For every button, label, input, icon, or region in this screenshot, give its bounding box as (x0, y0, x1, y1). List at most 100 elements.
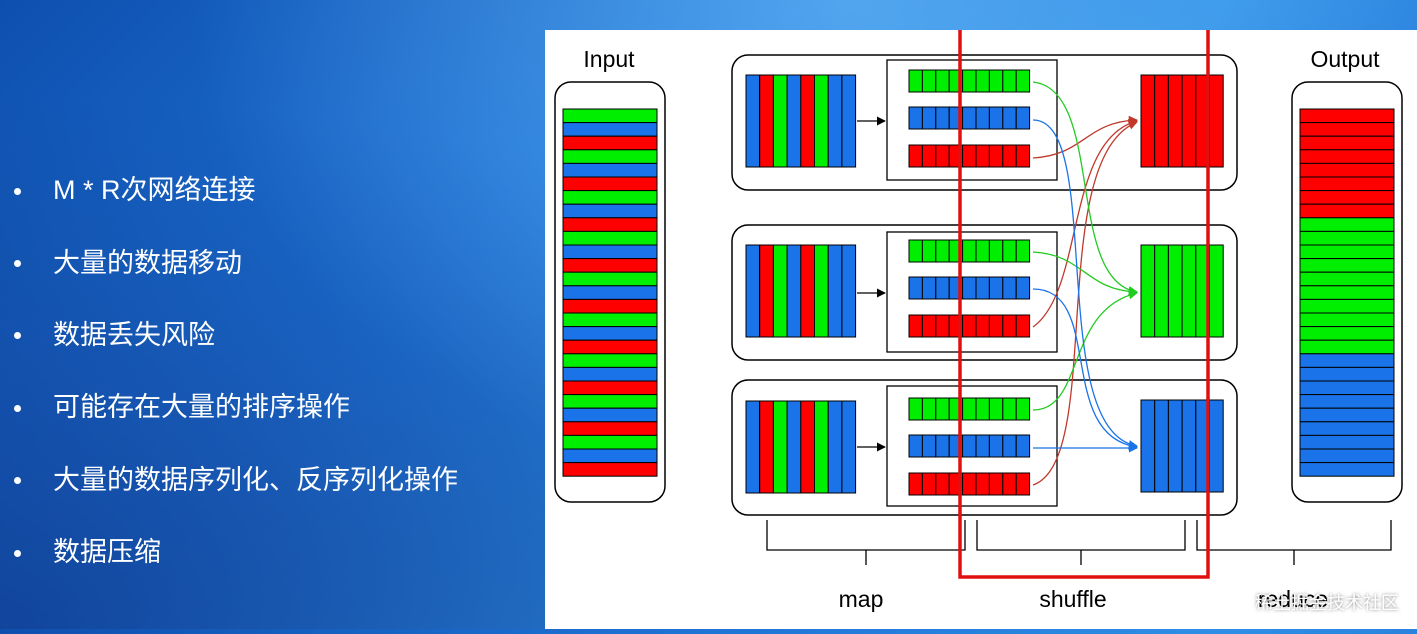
output-stripe (1299, 312, 1395, 328)
map-block-stripe (759, 244, 774, 338)
partition-bar-cell (1002, 434, 1017, 458)
bullet-item: 大量的数据移动 (14, 232, 458, 304)
shuffle-label: shuffle (1039, 586, 1106, 612)
map-block-stripe (772, 244, 788, 338)
input-stripe (562, 366, 658, 382)
shuffle-arrow (1032, 120, 1138, 486)
input-stripe (562, 203, 658, 219)
output-stripe (1299, 421, 1395, 436)
mapreduce-diagram: Input Output map shuffle reduce (545, 10, 1417, 629)
map-block-stripe (841, 74, 857, 168)
partition-bar-cell (975, 144, 990, 168)
partition-bar-cell (988, 106, 1004, 130)
partition-bar-cell (921, 239, 937, 263)
partition-bar-cell (908, 434, 923, 458)
map-block-stripe (841, 400, 857, 494)
bullet-dot (14, 549, 21, 557)
shuffle-arrow (1032, 290, 1138, 411)
shuffle-arrow (1032, 119, 1138, 450)
bullet-item: 数据压缩 (14, 522, 458, 594)
input-stripe (562, 407, 658, 423)
partition-bar-cell (988, 239, 1004, 263)
map-block-stripe (759, 400, 774, 494)
partition-bar-cell (1015, 276, 1031, 300)
map-block-stripe (814, 244, 829, 338)
reduce-block-stripe (1140, 244, 1156, 338)
bullet-item: M * R次网络连接 (14, 160, 458, 232)
partition-bar-cell (908, 144, 923, 168)
partition-bar-cell (1015, 472, 1031, 496)
partition-bar-cell (921, 314, 937, 338)
input-label: Input (583, 46, 635, 72)
map-block-stripe (786, 74, 802, 168)
input-stripe (562, 312, 658, 328)
input-stripe (562, 176, 658, 192)
shuffle-arrows (1032, 81, 1138, 486)
partition-bar-cell (1002, 397, 1017, 421)
reduce-block-stripe (1181, 244, 1197, 338)
output-stripe (1299, 298, 1395, 314)
output-stripe (1299, 380, 1395, 396)
reduce-block-stripe (1209, 244, 1224, 338)
bullet-item: 数据丢失风险 (14, 305, 458, 377)
output-stripes (1299, 108, 1395, 477)
bullet-dot (14, 187, 21, 195)
output-stripe (1299, 366, 1395, 382)
map-block-stripe (800, 74, 816, 168)
reduce-block-stripe (1154, 74, 1169, 168)
input-stripe (562, 135, 658, 151)
reduce-bracket (1196, 520, 1392, 565)
reduce-block-stripe (1167, 244, 1183, 338)
partition-bar-cell (988, 434, 1004, 458)
map-block-stripe (827, 74, 843, 168)
partition-bar-cell (1015, 314, 1031, 338)
input-stripe (562, 108, 658, 124)
input-stripe (562, 326, 658, 341)
partition-bar-cell (1002, 472, 1017, 496)
output-stripe (1299, 353, 1395, 368)
map-block-stripe (800, 244, 816, 338)
reduce-label: reduce (1258, 586, 1328, 612)
output-stripe (1299, 149, 1395, 164)
shuffle-arrow (1032, 251, 1138, 297)
bullet-dot (14, 332, 21, 340)
partition-bar-cell (908, 397, 923, 421)
input-stripe (562, 162, 658, 178)
input-stripe (562, 434, 658, 450)
partition-bar-cell (975, 472, 990, 496)
map-block-stripe (827, 244, 843, 338)
reduce-block-stripe (1209, 399, 1224, 493)
reduce-block-stripe (1181, 399, 1197, 493)
output-stripe (1299, 394, 1395, 409)
partition-bar-cell (1015, 239, 1031, 263)
partition-bar-cell (988, 276, 1004, 300)
partition-bar-cell (1015, 106, 1031, 130)
partition-bar-cell (908, 472, 923, 496)
map-block-stripe (800, 400, 816, 494)
worker-box-2 (731, 224, 1238, 361)
partition-bar-cell (1015, 434, 1031, 458)
map-label: map (839, 586, 884, 612)
partition-bar-cell (921, 69, 937, 93)
partition-bar-cell (975, 434, 990, 458)
partition-bar-cell (962, 106, 977, 130)
partition-bar-cell (988, 397, 1004, 421)
input-stripe (562, 122, 658, 137)
map-bracket (766, 520, 966, 565)
shuffle-arrow (1032, 118, 1138, 328)
worker-box-1 (731, 54, 1238, 191)
map-block-stripe (786, 244, 802, 338)
partition-bar-cell (921, 434, 937, 458)
shuffle-bracket (976, 520, 1186, 565)
shuffle-arrow (1032, 288, 1138, 451)
input-stripe (562, 298, 658, 314)
output-stripe (1299, 285, 1395, 300)
output-stripe (1299, 434, 1395, 450)
input-stripes (562, 108, 658, 477)
reduce-blocks (1140, 74, 1224, 493)
partition-bar-cell (1002, 106, 1017, 130)
partition-bar-cell (1015, 397, 1031, 421)
output-stripe (1299, 271, 1395, 287)
input-stripe (562, 380, 658, 396)
map-block-stripe (759, 74, 774, 168)
